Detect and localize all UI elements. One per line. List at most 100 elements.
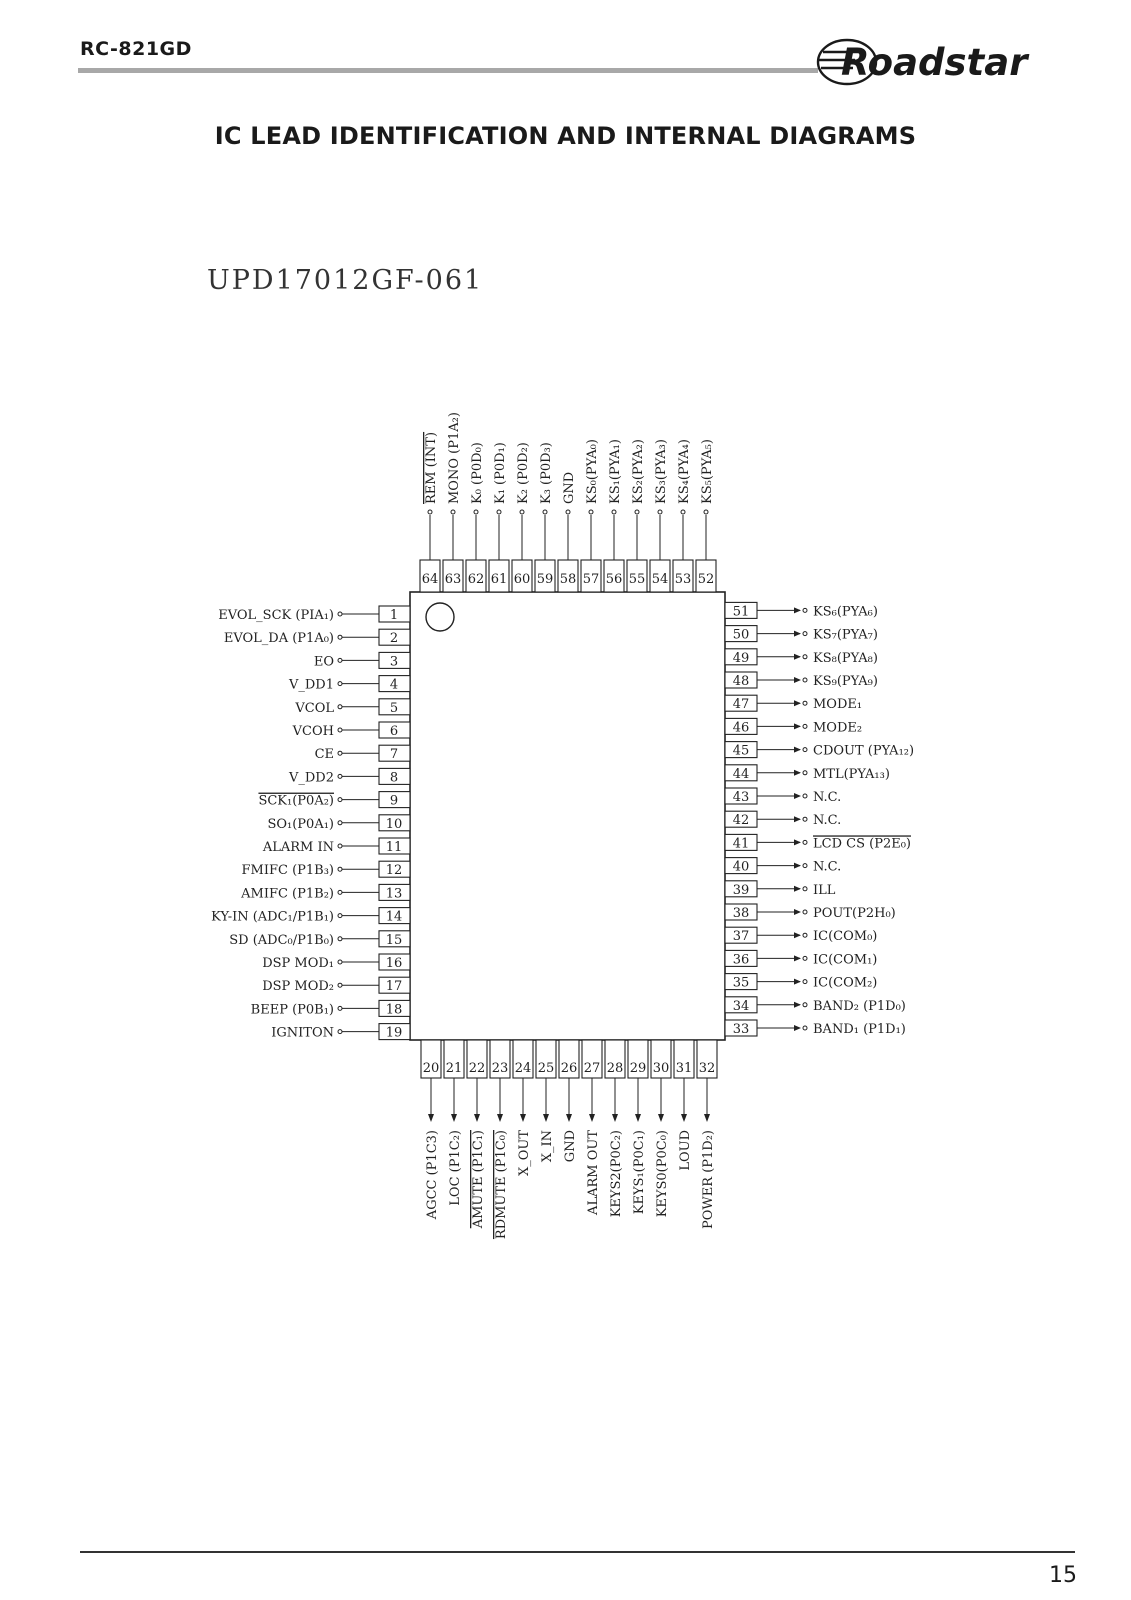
pin-arrow-icon (794, 1025, 801, 1031)
pin-label: BAND₁ (P1D₁) (813, 1022, 906, 1037)
pin-label: RDMUTE (P1C₀) (494, 1130, 509, 1239)
pin-number: 53 (675, 572, 692, 587)
pin-number: 21 (446, 1061, 463, 1076)
pin-arrow-icon (520, 1114, 526, 1122)
pin-number: 41 (733, 836, 750, 851)
pin-label: V_DD1 (288, 678, 334, 693)
pin-arrow-icon (794, 909, 801, 915)
pin-arrow-icon (681, 1114, 687, 1122)
pin-label: IGNITON (271, 1026, 334, 1041)
pin-arrow-icon (794, 793, 801, 799)
pin-number: 47 (733, 697, 750, 712)
roadstar-logo: Roadstar (816, 38, 1030, 86)
pin-number: 57 (583, 572, 600, 587)
pin-40: 40 N.C. (724, 857, 841, 875)
pin-number: 33 (733, 1022, 750, 1037)
pin-label: N.C. (813, 860, 841, 875)
pin-label: BAND₂ (P1D₀) (813, 999, 906, 1014)
pin-24: 24X_OUT (512, 1039, 534, 1176)
pin-terminal (337, 797, 343, 803)
pin-label: MONO (P1A₂) (447, 412, 462, 504)
pin-arrow-icon (589, 1114, 595, 1122)
pin-label: KEYS0(P0C₀) (655, 1130, 670, 1217)
pin-label: KS₆(PYA₆) (813, 604, 878, 619)
pin-number: 46 (733, 720, 750, 735)
pin-label: KS₁(PYA₁) (608, 439, 623, 504)
pin-arrow-icon (794, 862, 801, 869)
pin-number: 28 (607, 1061, 624, 1076)
pin-label: BEEP (P0B₁) (251, 1002, 334, 1017)
pin-label: VCOH (292, 724, 334, 739)
pin-terminal (802, 955, 808, 961)
pin-number: 17 (386, 979, 403, 994)
pin-terminal (802, 979, 808, 985)
pin-label: POUT(P2H₀) (813, 906, 896, 921)
pin-number: 40 (733, 860, 750, 875)
pin-terminal (337, 750, 343, 756)
pin-label: AMUTE (P1C₁) (471, 1130, 486, 1229)
pin-terminal (703, 509, 709, 515)
pin-number: 42 (733, 813, 750, 828)
pin-terminal (450, 509, 456, 515)
pin-number: 59 (537, 572, 554, 587)
pin-label: LCD CS (P2E₀) (813, 836, 911, 851)
pin-number: 16 (386, 956, 403, 971)
pin-label: KS₉(PYA₉) (813, 674, 878, 689)
pin-label: K₂ (P0D₂) (516, 442, 531, 504)
pin-number: 37 (733, 929, 750, 944)
pin-arrow-icon (612, 1114, 618, 1122)
pin-label: AGCC (P1C3) (425, 1130, 440, 1220)
pin-number: 1 (390, 608, 398, 623)
pin-number: 13 (386, 886, 403, 901)
pin-arrow-icon (794, 932, 801, 939)
pin-number: 23 (492, 1061, 509, 1076)
pin-number: 9 (390, 794, 398, 809)
ic-part-number: UPD17012GF-061 (207, 265, 484, 296)
pin-terminal (802, 747, 808, 753)
pin-terminal (337, 704, 343, 710)
pin-number: 52 (698, 572, 715, 587)
pin-label: LOUD (678, 1130, 693, 1171)
pin-label: V_DD2 (288, 770, 334, 785)
pin-number: 45 (733, 744, 750, 759)
pin-number: 15 (386, 933, 403, 948)
pin-number: 62 (468, 572, 485, 587)
pin-terminal (337, 820, 343, 826)
pin-number: 60 (514, 572, 531, 587)
pin-arrow-icon (794, 1001, 801, 1008)
pin-number: 25 (538, 1061, 555, 1076)
pin-arrow-icon (794, 816, 801, 823)
pin-number: 27 (584, 1061, 601, 1076)
pin-terminal (802, 909, 808, 915)
pin-terminal (337, 936, 343, 942)
pin-arrow-icon (794, 746, 801, 753)
pin-label: AMIFC (P1B₂) (240, 886, 334, 901)
pin-terminal (519, 509, 525, 515)
pin-terminal (427, 509, 433, 515)
pin-arrow-icon (635, 1114, 641, 1122)
pin-terminal (802, 700, 808, 706)
pin-label: MODE₁ (813, 697, 862, 712)
pin-number: 11 (386, 840, 403, 855)
